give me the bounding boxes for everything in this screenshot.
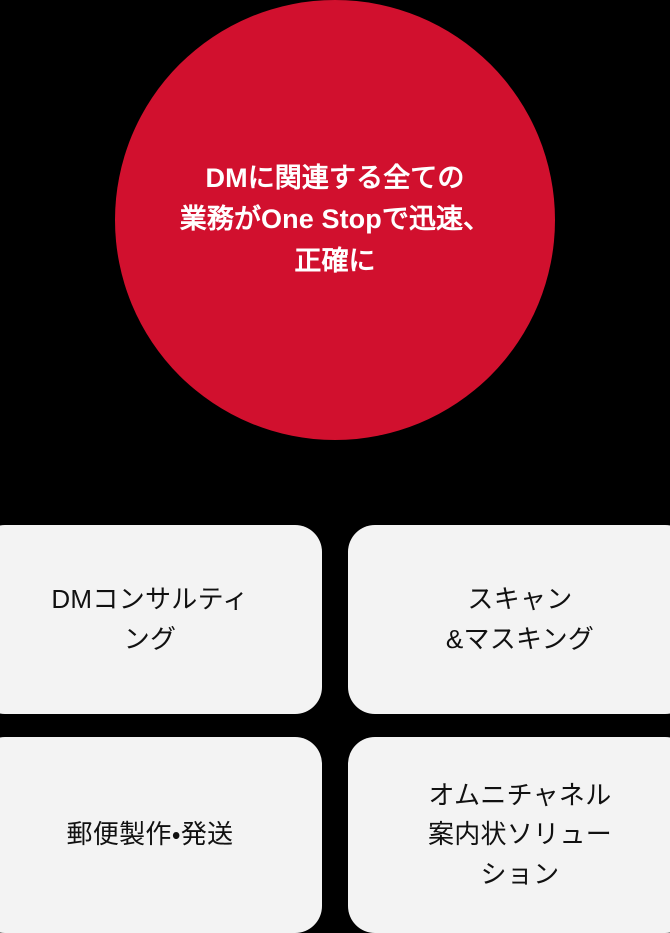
service-card-mail-production-shipping[interactable]: 郵便製作・発送 [0,737,322,933]
service-card-label: スキャン &マスキング [445,583,595,654]
one-stop-circle-text: DMに関連する全ての 業務がOne Stopで迅速、 正確に [179,163,491,276]
service-card-scan-masking[interactable]: スキャン &マスキング [348,525,670,714]
service-card-omnichannel-invitation-solution[interactable]: オムニチャネル 案内状ソリュー ション [348,737,670,933]
service-card-label: DMコンサルティ ング [51,583,249,654]
service-card-label: 郵便製作・発送 [66,819,234,850]
service-card-dm-consulting[interactable]: DMコンサルティ ング [0,525,322,714]
service-card-grid: DMコンサルティ ング スキャン &マスキング 郵便製作・発送 オムニチャネル … [0,525,670,933]
service-card-label: オムニチャネル 案内状ソリュー ション [427,779,613,889]
one-stop-circle: DMに関連する全ての 業務がOne Stopで迅速、 正確に [115,0,555,440]
